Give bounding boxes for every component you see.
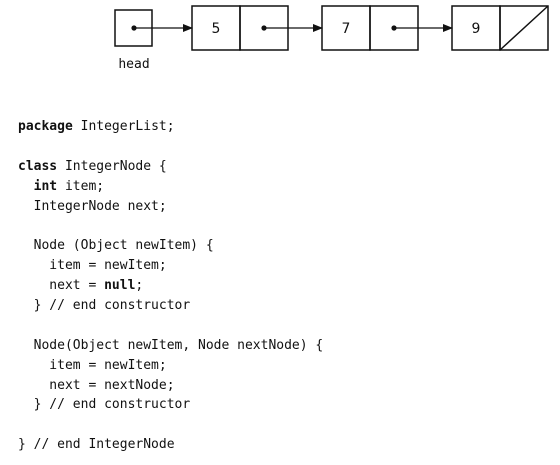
code-keyword: int: [33, 178, 58, 194]
code-keyword: package: [18, 119, 73, 134]
code-line: next = null;: [18, 276, 323, 296]
code-text: Node (Object newItem) {: [18, 238, 214, 254]
list-node-1: 5: [191, 5, 323, 51]
code-text: item;: [57, 178, 105, 194]
code-line: } // end IntegerNode: [18, 435, 323, 455]
code-line: item = newItem;: [18, 256, 323, 276]
code-line: Node (Object newItem) {: [18, 236, 323, 256]
code-line: next = nextNode;: [18, 376, 323, 396]
list-node-2: 7: [321, 5, 453, 51]
code-line: [18, 216, 323, 236]
code-text: item = newItem;: [18, 357, 167, 373]
code-text: next = nextNode;: [18, 377, 175, 393]
code-text: ;: [135, 278, 144, 294]
code-line: } // end constructor: [18, 296, 323, 316]
node-1-value: 5: [212, 21, 221, 37]
code-text: Node(Object newItem, Node nextNode) {: [18, 337, 324, 353]
code-keyword: null: [104, 278, 136, 294]
code-line: class IntegerNode {: [18, 157, 323, 177]
node-2-value: 7: [342, 21, 351, 37]
code-text: IntegerList;: [72, 119, 175, 134]
code-text: item = newItem;: [18, 258, 167, 274]
code-line: int item;: [18, 177, 323, 197]
code-text: } // end IntegerNode: [18, 437, 175, 453]
code-line: Node(Object newItem, Node nextNode) {: [18, 336, 324, 356]
code-text: } // end constructor: [18, 298, 191, 314]
code-listing: package IntegerList;class IntegerNode { …: [18, 117, 323, 455]
code-line: } // end constructor: [18, 395, 323, 415]
code-text: } // end constructor: [18, 397, 191, 413]
code-line: [18, 137, 323, 157]
code-line: [18, 316, 323, 336]
code-text: next =: [18, 278, 105, 294]
code-text: IntegerNode next;: [18, 198, 167, 214]
code-line: package IntegerList;: [18, 117, 323, 137]
linked-list-diagram: head 5 7 9: [114, 5, 549, 72]
node-3-next-cell: [499, 5, 549, 51]
code-keyword: class: [18, 158, 58, 174]
code-text: IntegerNode {: [57, 158, 167, 174]
list-node-3: 9: [451, 5, 549, 51]
head-label: head: [118, 57, 149, 72]
code-line: item = newItem;: [18, 356, 323, 376]
null-pointer-slash: [499, 5, 549, 51]
code-line: [18, 415, 323, 435]
code-text: [18, 179, 34, 194]
code-line: IntegerNode next;: [18, 197, 323, 217]
node-3-value: 9: [472, 21, 481, 37]
